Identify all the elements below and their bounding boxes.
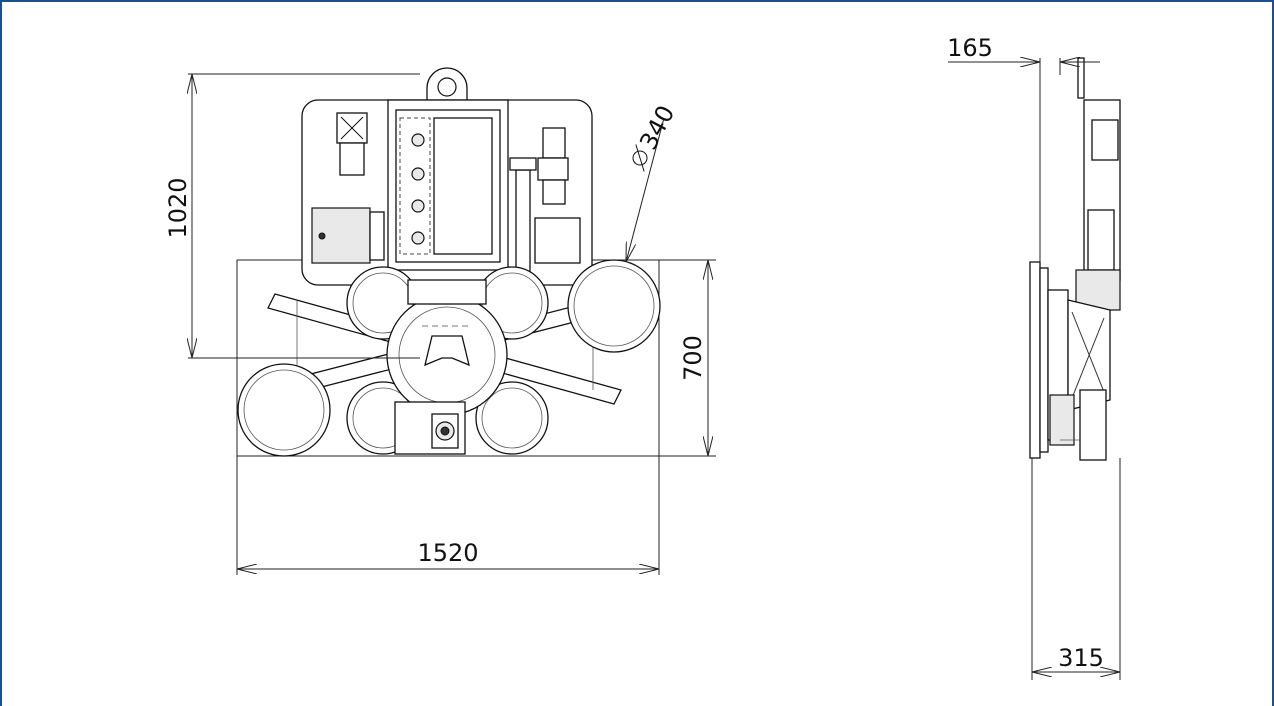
dim-1520-label: 1520 bbox=[417, 539, 478, 567]
dim-1020-label: 1020 bbox=[164, 177, 192, 238]
dim-165-label: 165 bbox=[947, 34, 993, 62]
dim-315-label: 315 bbox=[1058, 644, 1104, 672]
dim-700-label: 700 bbox=[679, 335, 707, 381]
side-view: 165 315 bbox=[947, 34, 1121, 680]
side-pad-face bbox=[1029, 261, 1041, 459]
dim-340-label: 340 bbox=[634, 101, 680, 155]
front-view: 1020 340 700 1520 bbox=[164, 67, 716, 575]
dim-line-diameter bbox=[626, 117, 665, 262]
